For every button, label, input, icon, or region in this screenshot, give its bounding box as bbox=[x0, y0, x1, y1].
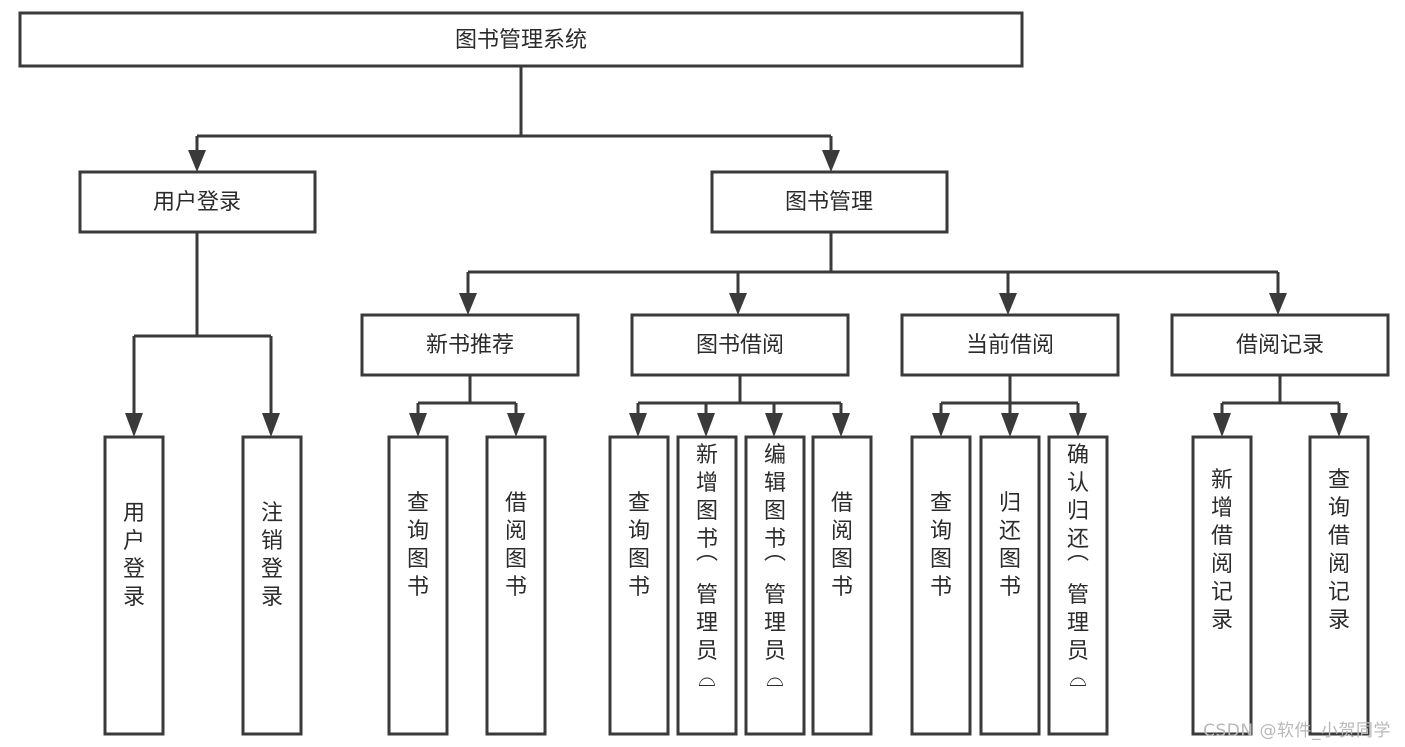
arrow-book-borrow-leaf-2 bbox=[697, 413, 715, 437]
leaf-new-book-1[interactable]: 查询图书 bbox=[387, 435, 449, 736]
arrow-to-borrow-record bbox=[1269, 293, 1287, 315]
leaf-book-borrow-2-label: 新增图书⌒管理员⌓ bbox=[696, 443, 718, 692]
leaf-user-login-1-label: 用户登录 bbox=[123, 501, 145, 610]
leaf-current-borrow-2-box[interactable] bbox=[979, 435, 1041, 736]
node-current-borrow-label: 当前借阅 bbox=[966, 333, 1054, 358]
connectors-group bbox=[125, 66, 1348, 437]
arrow-root-to-user-login bbox=[188, 150, 206, 172]
leaf-new-book-1-label: 查询图书 bbox=[407, 491, 429, 600]
arrow-book-borrow-leaf-3 bbox=[765, 413, 783, 437]
leaf-book-borrow-1-box[interactable] bbox=[608, 435, 670, 736]
leaf-user-login-2-label: 注销登录 bbox=[261, 501, 283, 610]
arrow-to-book-borrow bbox=[729, 293, 747, 315]
node-root[interactable]: 图书管理系统 bbox=[18, 11, 1024, 68]
node-book-borrow[interactable]: 图书借阅 bbox=[630, 313, 850, 377]
node-root-label: 图书管理系统 bbox=[455, 28, 587, 53]
node-user-login-box[interactable] bbox=[78, 170, 317, 234]
leaf-book-borrow-1-label: 查询图书 bbox=[628, 491, 650, 600]
leaf-book-borrow-4-box[interactable] bbox=[811, 435, 873, 736]
leaf-book-borrow-4[interactable]: 借阅图书 bbox=[811, 435, 873, 736]
leaf-book-borrow-3-box[interactable] bbox=[744, 435, 806, 736]
node-new-book-recommend[interactable]: 新书推荐 bbox=[360, 313, 580, 377]
leaf-book-borrow-3-label: 编辑图书⌒管理员⌓ bbox=[764, 443, 786, 692]
leaf-current-borrow-1-box[interactable] bbox=[910, 435, 972, 736]
arrow-borrow-record-leaf-2 bbox=[1330, 413, 1348, 437]
arrow-book-borrow-leaf-4 bbox=[832, 413, 850, 437]
arrow-borrow-record-leaf-1 bbox=[1213, 413, 1231, 437]
node-current-borrow[interactable]: 当前借阅 bbox=[900, 313, 1120, 377]
node-root-box[interactable] bbox=[18, 11, 1024, 68]
node-user-login-label: 用户登录 bbox=[153, 190, 241, 215]
arrow-new-book-leaf-1 bbox=[409, 413, 427, 437]
arrow-current-borrow-leaf-2 bbox=[1001, 413, 1019, 437]
arrow-to-current-borrow bbox=[999, 293, 1017, 315]
node-borrow-record[interactable]: 借阅记录 bbox=[1170, 313, 1390, 377]
leaf-user-login-1[interactable]: 用户登录 bbox=[103, 435, 165, 736]
node-book-borrow-box[interactable] bbox=[630, 313, 850, 377]
node-borrow-record-box[interactable] bbox=[1170, 313, 1390, 377]
node-book-manage-box[interactable] bbox=[710, 170, 949, 234]
node-new-book-recommend-box[interactable] bbox=[360, 313, 580, 377]
node-user-login[interactable]: 用户登录 bbox=[78, 170, 317, 234]
leaf-book-borrow-4-label: 借阅图书 bbox=[831, 491, 853, 600]
leaf-borrow-record-1-box[interactable] bbox=[1191, 435, 1253, 736]
leaf-borrow-record-2-box[interactable] bbox=[1308, 435, 1370, 736]
leaf-current-borrow-1[interactable]: 查询图书 bbox=[910, 435, 972, 736]
arrow-root-to-book-manage bbox=[822, 150, 840, 172]
node-new-book-recommend-label: 新书推荐 bbox=[426, 333, 514, 358]
arrow-user-login-leaf-1 bbox=[125, 413, 143, 437]
leaf-current-borrow-3[interactable]: 确认归还⌒管理员⌓ bbox=[1047, 435, 1109, 736]
leaf-current-borrow-2[interactable]: 归还图书 bbox=[979, 435, 1041, 736]
leaf-user-login-1-box[interactable] bbox=[103, 435, 165, 736]
leaf-borrow-record-1[interactable]: 新增借阅记录 bbox=[1191, 435, 1253, 736]
leaf-current-borrow-3-label: 确认归还⌒管理员⌓ bbox=[1067, 443, 1089, 692]
leaf-current-borrow-1-label: 查询图书 bbox=[930, 491, 952, 600]
leaf-book-borrow-1[interactable]: 查询图书 bbox=[608, 435, 670, 736]
leaf-book-borrow-2-box[interactable] bbox=[676, 435, 738, 736]
node-book-borrow-label: 图书借阅 bbox=[696, 333, 784, 358]
leaf-new-book-1-box[interactable] bbox=[387, 435, 449, 736]
leaf-new-book-2[interactable]: 借阅图书 bbox=[485, 435, 547, 736]
leaf-current-borrow-2-label: 归还图书 bbox=[999, 491, 1021, 600]
leaf-user-login-2-box[interactable] bbox=[241, 435, 303, 736]
node-book-manage[interactable]: 图书管理 bbox=[710, 170, 949, 234]
node-current-borrow-box[interactable] bbox=[900, 313, 1120, 377]
leaf-borrow-record-1-label: 新增借阅记录 bbox=[1211, 468, 1233, 633]
arrow-book-borrow-leaf-1 bbox=[629, 413, 647, 437]
leaf-book-borrow-2[interactable]: 新增图书⌒管理员⌓ bbox=[676, 435, 738, 736]
arrow-current-borrow-leaf-1 bbox=[932, 413, 950, 437]
leaf-book-borrow-3[interactable]: 编辑图书⌒管理员⌓ bbox=[744, 435, 806, 736]
arrow-current-borrow-leaf-3 bbox=[1069, 413, 1087, 437]
node-borrow-record-label: 借阅记录 bbox=[1236, 333, 1324, 358]
leaf-borrow-record-2-label: 查询借阅记录 bbox=[1328, 468, 1350, 633]
arrow-user-login-leaf-2 bbox=[262, 413, 280, 437]
arrow-to-new-book bbox=[459, 293, 477, 315]
leaf-borrow-record-2[interactable]: 查询借阅记录 bbox=[1308, 435, 1370, 736]
node-book-manage-label: 图书管理 bbox=[785, 190, 873, 215]
leaf-new-book-2-label: 借阅图书 bbox=[505, 491, 527, 600]
leaf-user-login-2[interactable]: 注销登录 bbox=[241, 435, 303, 736]
leaf-new-book-2-box[interactable] bbox=[485, 435, 547, 736]
arrow-new-book-leaf-2 bbox=[507, 413, 525, 437]
leaf-current-borrow-3-box[interactable] bbox=[1047, 435, 1109, 736]
